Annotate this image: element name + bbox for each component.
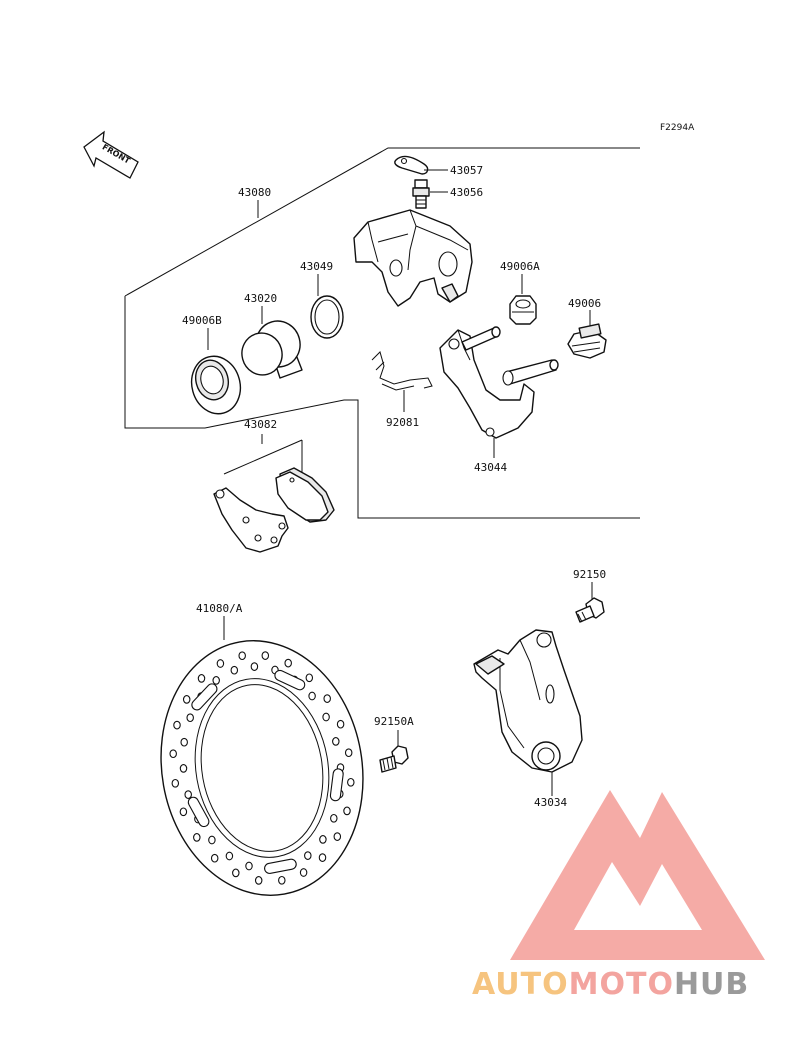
disc-slots	[187, 669, 344, 874]
caliper-mount-bracket-part	[473, 629, 583, 773]
brake-disc-part	[160, 640, 364, 896]
leader-43082-left	[223, 439, 303, 475]
disc-hole	[332, 737, 340, 746]
disc-hole	[344, 748, 353, 758]
disc-slot	[329, 768, 344, 802]
part-label-43044: 43044	[474, 461, 507, 474]
part-label-92150: 92150	[573, 568, 606, 581]
bolt-part	[575, 597, 605, 623]
disc-hole	[304, 851, 312, 860]
disc-hole	[182, 695, 191, 704]
disc-hole	[179, 764, 188, 773]
disc-hole	[225, 851, 234, 861]
part-label-41080A: 41080/A	[196, 602, 243, 615]
watermark-text: AUTOMOTOHUB	[472, 967, 749, 1002]
disc-slot	[191, 683, 218, 711]
part-label-43057: 43057	[450, 164, 483, 177]
figure-ref: F2294A	[660, 123, 695, 133]
disc-hole	[208, 835, 216, 845]
disc-hole	[250, 662, 259, 671]
part-label-49006A: 49006A	[500, 260, 540, 273]
disc-hole	[336, 719, 345, 729]
disc-hole	[323, 694, 331, 703]
disc-hole	[186, 713, 194, 723]
pad-spring-part	[371, 351, 433, 391]
piston-part	[241, 320, 303, 379]
bleeder-cap-part	[394, 155, 429, 175]
disc-hole	[230, 665, 239, 675]
brake-pad-b-part	[275, 467, 335, 523]
disc-hole	[173, 720, 181, 730]
part-label-92081: 92081	[386, 416, 419, 429]
disc-hole	[343, 806, 351, 816]
disc-hole	[212, 676, 220, 685]
disc-hole	[179, 807, 188, 817]
disc-hole	[238, 651, 246, 661]
disc-hole	[169, 749, 177, 759]
watermark-auto: AUTO	[472, 967, 569, 1002]
part-label-43020: 43020	[244, 292, 277, 305]
watermark-moto: MOTO	[569, 967, 674, 1002]
disc-hole	[305, 673, 314, 683]
caliper-bracket-part	[439, 326, 559, 439]
boot-part	[509, 295, 537, 325]
part-label-43082: 43082	[244, 418, 277, 431]
watermark-logo-icon	[510, 790, 765, 960]
caliper-assembly-frame-top	[124, 147, 640, 297]
disc-hole	[333, 832, 342, 841]
disc-hole	[184, 790, 192, 799]
part-label-92150A: 92150A	[374, 715, 414, 728]
disc-bolt-part	[379, 745, 409, 773]
disc-hole	[171, 778, 180, 788]
part-label-49006B: 49006B	[182, 314, 222, 327]
boot-b-part	[567, 323, 607, 359]
disc-hole	[245, 861, 253, 871]
disc-slot	[187, 796, 210, 828]
piston-seal-part	[310, 295, 344, 339]
disc-hole	[278, 875, 286, 885]
disc-hole	[308, 691, 316, 701]
disc-hole	[232, 868, 240, 878]
disc-hole	[322, 712, 330, 722]
dust-seal-part	[190, 355, 242, 415]
part-label-49006: 49006	[568, 297, 601, 310]
part-label-43034: 43034	[534, 796, 567, 809]
disc-hole	[210, 853, 219, 863]
disc-slot	[264, 858, 297, 874]
part-label-43049: 43049	[300, 260, 333, 273]
caliper-assembly-frame-bottom	[124, 296, 640, 519]
disc-hole	[254, 876, 263, 885]
disc-hole	[193, 833, 201, 842]
disc-hole	[284, 658, 292, 668]
watermark-hub: HUB	[674, 967, 749, 1002]
disc-hole	[261, 651, 270, 660]
disc-hole	[319, 835, 327, 844]
disc-hole	[180, 737, 188, 747]
brake-pad-part	[213, 487, 289, 553]
front-arrow-icon: FRONT	[83, 130, 139, 179]
disc-hole	[318, 853, 327, 862]
bleeder-valve-part	[412, 179, 430, 209]
disc-slot	[274, 669, 306, 691]
disc-hole	[330, 813, 338, 823]
disc-hole	[347, 777, 355, 787]
part-label-43056: 43056	[450, 186, 483, 199]
disc-hole	[299, 868, 308, 877]
disc-hole	[216, 659, 225, 668]
caliper-body-part	[353, 209, 473, 307]
disc-hole	[197, 674, 206, 683]
part-label-43080: 43080	[238, 186, 271, 199]
